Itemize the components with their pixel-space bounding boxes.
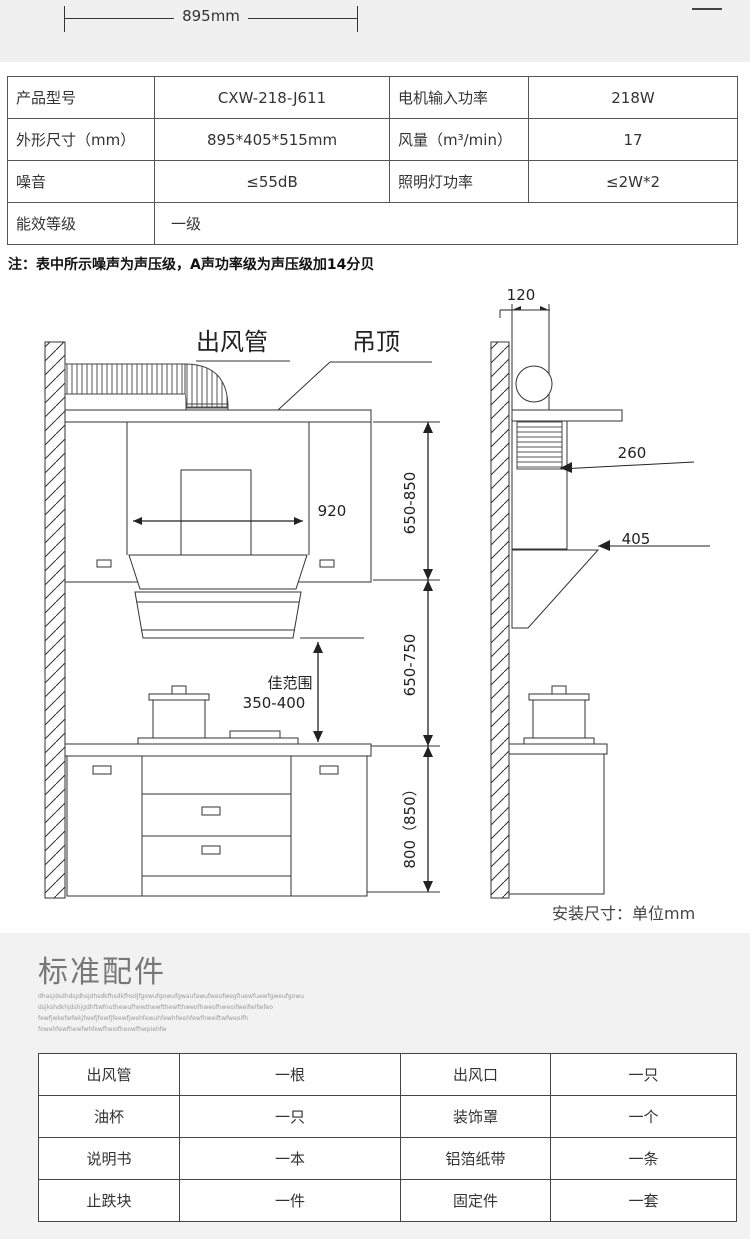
part-qty: 一本 (179, 1137, 401, 1180)
side-ceiling (511, 409, 623, 422)
product-edge-mark (692, 0, 722, 10)
spec-value-size: 895*405*515mm (154, 118, 390, 161)
side-pot (532, 697, 586, 739)
hood-panel (128, 554, 308, 590)
spec-label-model: 产品型号 (7, 76, 155, 119)
part-qty: 一套 (550, 1179, 737, 1222)
installation-diagram: 920 出风管 吊顶 650-850 650-750 800（850） 佳范围 … (44, 286, 710, 899)
side-cabinet (508, 753, 605, 895)
table-row: 油杯 一只 装饰罩 一个 (38, 1095, 737, 1138)
part-name: 说明书 (38, 1137, 180, 1180)
spec-value-efficiency: 一级 (154, 202, 738, 245)
side-view: 120 260 405 (490, 286, 710, 899)
part-qty: 一只 (179, 1095, 401, 1138)
duct-elbow (184, 363, 229, 409)
table-row: 说明书 一本 铝箔纸带 一条 (38, 1137, 737, 1180)
spec-label-airflow: 风量（m³/min） (389, 118, 529, 161)
side-countertop (508, 743, 608, 755)
duct-label: 出风管 (196, 328, 268, 356)
unit-caption: 安装尺寸：单位mm (552, 904, 696, 923)
ceiling-board (64, 409, 372, 423)
base-cabinet (66, 755, 368, 897)
spec-label-noise: 噪音 (7, 160, 155, 203)
part-qty: 一件 (179, 1179, 401, 1222)
side-120-label: 120 (507, 286, 536, 304)
dim-hood-counter-label: 650-750 (401, 634, 419, 697)
width-dimension-label: 895mm (174, 7, 248, 25)
spec-label-size: 外形尺寸（mm） (7, 118, 155, 161)
table-row: 能效等级 一级 (7, 202, 738, 245)
table-row: 外形尺寸（mm） 895*405*515mm 风量（m³/min） 17 (7, 118, 738, 161)
part-name: 铝箔纸带 (400, 1137, 551, 1180)
spec-value-light: ≤2W*2 (528, 160, 738, 203)
noise-note: 注：表中所示噪声为声压级，A声功率级为声压级加14分贝 (8, 257, 375, 273)
part-qty: 一条 (550, 1137, 737, 1180)
part-name: 固定件 (400, 1179, 551, 1222)
section-title: 标准配件 (38, 955, 166, 990)
width-dimension: 895mm (64, 4, 358, 34)
decorative-line: dhasjdsdhdsjdhsjdhsdkfhsdkfhsdjfgowufgow… (38, 993, 305, 1000)
best-range-title: 佳范围 (267, 674, 312, 692)
left-wall (44, 341, 66, 899)
part-name: 出风口 (400, 1053, 551, 1096)
countertop (64, 743, 372, 757)
spec-label-power: 电机输入功率 (389, 76, 529, 119)
side-wall (490, 341, 510, 899)
table-row: 噪音 ≤55dB 照明灯功率 ≤2W*2 (7, 160, 738, 203)
accessories-section: 标准配件 dhasjdsdhdsjdhsjdhsdkfhsdkfhsdjfgow… (0, 933, 750, 1239)
part-name: 装饰罩 (400, 1095, 551, 1138)
decorative-line: fewfjwkefwfwkjfwefjfewfjfeewfjwehfewuhfe… (38, 1015, 249, 1022)
top-banner: 895mm (0, 0, 750, 62)
decorative-text: dhasjdsdhdsjdhsjdhsdkfhsdkfhsdjfgowufgow… (38, 991, 368, 1035)
accessories-table: 出风管 一根 出风口 一只 油杯 一只 装饰罩 一个 说明书 一本 铝箔纸带 一… (38, 1053, 737, 1222)
best-range-value: 350-400 (243, 694, 306, 712)
spec-value-power: 218W (528, 76, 738, 119)
part-name: 止跌块 (38, 1179, 180, 1222)
spec-value-noise: ≤55dB (154, 160, 390, 203)
spec-label-efficiency: 能效等级 (7, 202, 155, 245)
width-920-label: 920 (318, 502, 347, 520)
side-405-label: 405 (622, 530, 651, 548)
hood-chimney (180, 469, 252, 556)
duct-end-circle (515, 365, 553, 403)
part-qty: 一根 (179, 1053, 401, 1096)
spec-value-model: CXW-218-J611 (154, 76, 390, 119)
spec-label-light: 照明灯功率 (389, 160, 529, 203)
front-view: 920 出风管 吊顶 650-850 650-750 800（850） 佳范围 … (44, 328, 440, 899)
decorative-line: fowehfewfhewfwhfewfheiofheowfhwpiehfw (38, 1026, 167, 1033)
hood-body (134, 591, 302, 639)
part-qty: 一个 (550, 1095, 737, 1138)
table-row: 止跌块 一件 固定件 一套 (38, 1179, 737, 1222)
spec-value-airflow: 17 (528, 118, 738, 161)
gas-stove (137, 737, 299, 745)
table-row: 产品型号 CXW-218-J611 电机输入功率 218W (7, 76, 738, 119)
part-name: 油杯 (38, 1095, 180, 1138)
dim-counter-label: 800（850） (401, 781, 419, 868)
duct-horizontal (64, 363, 186, 395)
side-260-label: 260 (618, 444, 647, 462)
dim-cabinet-height-label: 650-850 (401, 472, 419, 535)
side-hood (511, 549, 600, 629)
part-name: 出风管 (38, 1053, 180, 1096)
table-row: 出风管 一根 出风口 一只 (38, 1053, 737, 1096)
ceiling-label: 吊顶 (352, 328, 400, 356)
cooking-pot (152, 697, 206, 739)
part-qty: 一只 (550, 1053, 737, 1096)
spec-table: 产品型号 CXW-218-J611 电机输入功率 218W 外形尺寸（mm） 8… (7, 76, 738, 245)
decorative-line: dsjkshdkhjdshjgdhftwfnuthewufhewthewfthe… (38, 1004, 273, 1011)
